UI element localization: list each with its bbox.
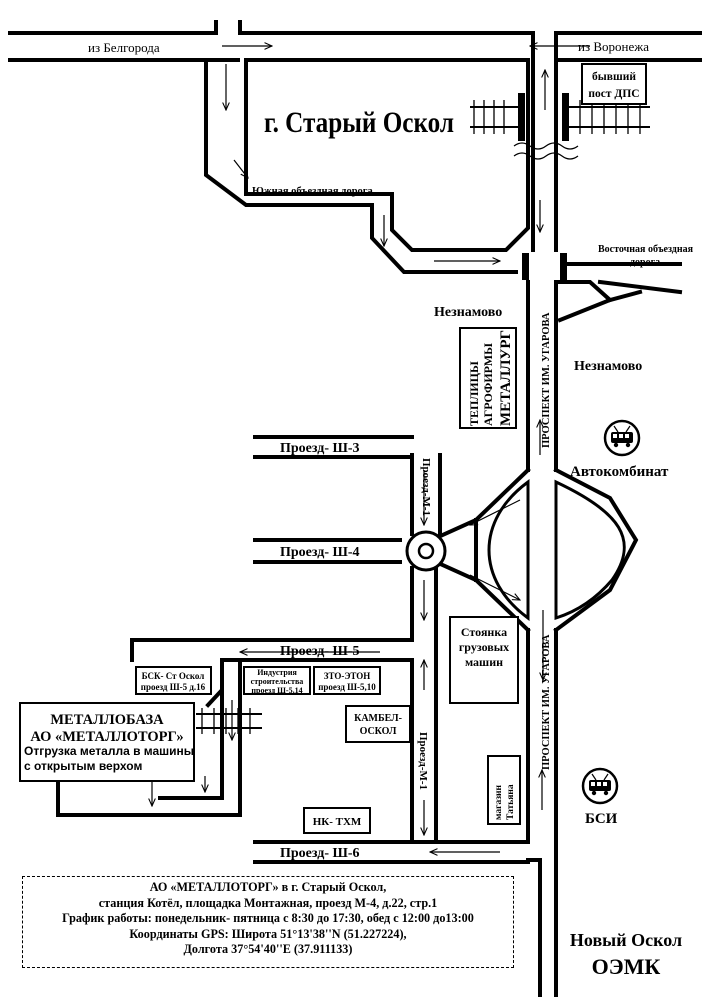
metallurg-block (459, 327, 517, 429)
info-line-3: График работы: понедельник- пятница с 8:… (62, 911, 474, 926)
east-bypass-label-2: дорога (630, 257, 660, 268)
truck-parking-label-3: машин (465, 655, 503, 669)
industriya-label-2: строительства (251, 677, 304, 686)
shipment-label-2: с открытым верхом (24, 759, 142, 773)
bus-icon (581, 767, 619, 805)
from-voronezh-label: из Воронежа (578, 39, 649, 54)
metallobaza-block (19, 702, 195, 782)
tatyana-label-2: Татьяна (506, 784, 516, 820)
south-bypass-label: Южная объездная дорога (252, 186, 374, 197)
industriya-label-1: Индустрия (257, 668, 297, 677)
proezd-sh4-label: Проезд- Ш-4 (280, 545, 360, 560)
zto-label-2: проезд Ш-5,10 (318, 682, 376, 692)
top-highway (8, 20, 702, 62)
bsk-label-1: БСК- Ст Оскол (142, 671, 205, 681)
interchange (433, 467, 639, 633)
kambel-building (345, 705, 411, 743)
truck-parking-label-2: грузовых (459, 640, 509, 654)
shop-tatyana (487, 755, 521, 825)
proezd-sh6-label: Проезд- Ш-6 (280, 846, 360, 861)
city-block (244, 58, 530, 252)
proezd-m1-bottom-label: Проезд-М-1 (417, 732, 429, 790)
nk-tkhm-building (303, 807, 371, 834)
proezd-sh6-road (253, 840, 530, 864)
neznamovo-left-label: Незнамово (434, 305, 502, 320)
former-post (581, 63, 647, 105)
bsk-label-2: проезд Ш-5 д.16 (141, 682, 206, 692)
east-bypass-label: Восточная объездная (598, 244, 694, 255)
info-line-4: Координаты GPS: Широта 51°13'38''N (51.2… (129, 926, 407, 941)
proezd-sh5-road (130, 638, 414, 662)
industriya-label-3: проезд Ш-5,14 (251, 686, 302, 695)
proezd-sh3-label: Проезд- Ш-3 (280, 441, 360, 456)
from-belgorod-label: из Белгорода (88, 40, 160, 55)
kambel-label-2: ОСКОЛ (360, 726, 397, 737)
railway-crossing-top (470, 93, 650, 141)
destination-plant-label: ОЭМК (591, 954, 661, 979)
metallobaza-label-1: МЕТАЛЛОБАЗА (50, 712, 164, 728)
main-avenue (526, 31, 558, 997)
metallurg-label-2: АГРОФИРМЫ (481, 343, 495, 426)
neznamovo-right-label: Незнамово (574, 359, 642, 374)
info-line-2: станция Котёл, площадка Монтажная, проез… (98, 895, 438, 910)
zto-building (313, 666, 381, 695)
proezd-sh3-road (253, 435, 414, 459)
truck-parking-label-1: Стоянка (461, 625, 507, 639)
access-roads (56, 658, 242, 817)
zto-label-1: ЗТО-ЭТОН (324, 671, 371, 681)
nk-tkhm-label: НК- ТХМ (313, 816, 362, 828)
bsi-label: БСИ (585, 811, 618, 827)
prospekt-top-label: ПРОСПЕКТ ИМ. УГАРОВА (541, 312, 552, 448)
company-info-box: АО «МЕТАЛЛОТОРГ» в г. Старый Оскол, стан… (22, 876, 514, 968)
east-bypass-road (554, 262, 683, 323)
kambel-label-1: КАМБЕЛ- (354, 713, 402, 724)
info-line-5: Долгота 37°54'40''E (37.911133) (183, 942, 353, 957)
info-line-1: АО «МЕТАЛЛОТОРГ» в г. Старый Оскол, (149, 880, 387, 894)
proezd-sh4-road (253, 538, 402, 564)
south-bypass-road (204, 58, 518, 274)
rail-metallobaza (196, 708, 262, 734)
industriya-building (243, 666, 311, 695)
former-post-label: бывший (592, 71, 636, 83)
proezd-m1-top-label: Проезд-М-1 (420, 458, 432, 516)
metallobaza-label-2: АО «МЕТАЛЛОТОРГ» (30, 729, 183, 745)
city-label: г. Старый Оскол (264, 106, 454, 139)
proezd-m1-road (410, 453, 442, 844)
metallurg-label-1: ТЕПЛИЦЫ (467, 361, 481, 426)
tatyana-label-1: магазин (494, 784, 504, 820)
prospekt-bottom-label: ПРОСПЕКТ ИМ. УГАРОВА (541, 634, 552, 770)
metallurg-label-3: МЕТАЛЛУРГ (498, 330, 514, 426)
destination-city-label: Новый Оскол (569, 930, 683, 950)
avtokombinat-label: Автокомбинат (570, 464, 669, 480)
truck-parking (449, 616, 519, 704)
former-post-label-2: пост ДПС (588, 88, 639, 100)
bsk-building (135, 666, 212, 695)
proezd-sh5-label: Проезд- Ш-5 (280, 644, 360, 659)
shipment-label-1: Отгрузка металла в машины (24, 744, 194, 758)
bus-icon (603, 419, 641, 457)
